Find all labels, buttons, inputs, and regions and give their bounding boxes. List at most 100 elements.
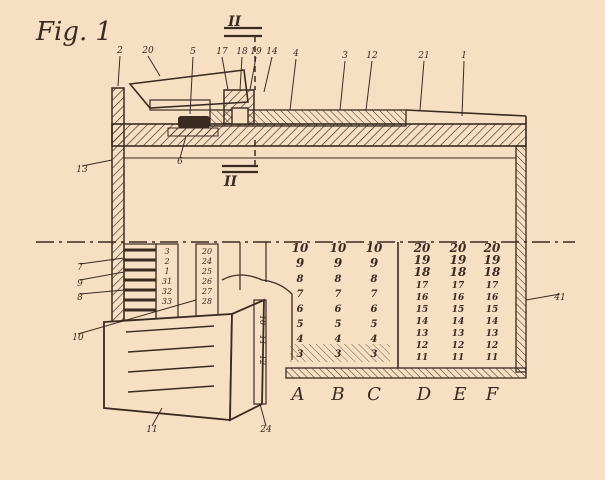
column-right-number: 12	[452, 341, 465, 351]
column-left-number: 6	[371, 304, 378, 315]
drum-teeth	[124, 248, 156, 312]
ref-numeral: 24	[259, 425, 272, 435]
ref-numeral: 13	[76, 165, 88, 175]
column-right-number: 20	[413, 241, 431, 255]
column-letter: E	[452, 384, 466, 405]
drum-number-b: 27	[201, 287, 213, 296]
column-left-number: 8	[335, 274, 342, 285]
column-left-number: 10	[292, 241, 309, 255]
column-right-number: 18	[484, 265, 501, 279]
column-left-number: 9	[370, 256, 379, 270]
right-wall	[515, 145, 527, 373]
column-right-number: 17	[486, 281, 499, 291]
leader-line	[79, 257, 125, 265]
column-right-number: 17	[452, 281, 465, 291]
drum-number-a: 33	[162, 297, 172, 306]
leader-line	[79, 271, 125, 281]
ref-numeral: 14	[266, 47, 278, 57]
column-right-number: 15	[452, 305, 465, 315]
column-right-number: 19	[450, 253, 467, 267]
drum-number-a: 3	[164, 247, 169, 256]
column-left-number: 5	[371, 319, 378, 330]
column-right-number: 11	[486, 353, 499, 363]
column-right-number: 17	[416, 281, 429, 291]
leader-line	[179, 135, 187, 159]
column-left-number: 4	[297, 334, 304, 345]
leader-line	[419, 60, 425, 111]
column-right-number: 11	[416, 353, 429, 363]
column-right-number: 16	[416, 293, 429, 303]
flap-number: 11	[258, 335, 267, 345]
bottom-tray	[285, 367, 527, 379]
drum-number-b: 28	[201, 297, 212, 306]
leader-line	[117, 55, 121, 87]
column-left-number: 4	[335, 334, 342, 345]
column-letter: B	[330, 384, 344, 405]
ref-numeral: 19	[250, 47, 262, 57]
ref-numeral: 5	[190, 47, 196, 57]
drum-number-b: 20	[201, 247, 212, 256]
column-left-number: 3	[335, 349, 342, 360]
ref-numeral: 8	[77, 293, 83, 303]
column-right-number: 18	[414, 265, 431, 279]
column-left-number: 3	[297, 349, 304, 360]
drum-number-b: 25	[201, 267, 212, 276]
svg-text:II: II	[223, 174, 238, 190]
ref-numeral: 7	[77, 263, 83, 273]
ref-numeral: 20	[141, 46, 154, 56]
column-left-number: 8	[371, 274, 378, 285]
drum-number-a: 32	[162, 287, 172, 296]
leader-line	[289, 58, 297, 111]
column-right-number: 12	[486, 341, 499, 351]
slider-bar	[209, 109, 407, 127]
column-right-number: 15	[486, 305, 499, 315]
counter-hatch	[290, 344, 390, 362]
drum-number-b: 24	[201, 257, 212, 266]
column-right-number: 19	[414, 253, 431, 267]
leader-line	[151, 407, 163, 427]
ref-numeral: 17	[216, 47, 228, 57]
column-right-number: 14	[452, 317, 465, 327]
column-left-number: 10	[330, 241, 347, 255]
ref-numeral: 11	[146, 425, 157, 435]
ref-numeral: 9	[77, 279, 83, 289]
column-right-number: 13	[452, 329, 465, 339]
column-left-number: 7	[335, 289, 342, 300]
drum-number-a: 2	[163, 257, 169, 266]
column-right-number: 13	[486, 329, 499, 339]
column-left-number: 6	[297, 304, 304, 315]
drum-number-b: 26	[201, 277, 212, 286]
column-left-number: 10	[366, 241, 383, 255]
column-left-number: 8	[297, 274, 304, 285]
drum-number-a: 31	[162, 277, 172, 286]
column-letter: F	[485, 384, 500, 405]
column-left-number: 7	[297, 289, 304, 300]
leader-line	[263, 56, 273, 93]
column-right-number: 12	[416, 341, 429, 351]
leader-line	[77, 299, 197, 335]
column-right-number: 20	[483, 241, 501, 255]
ref-numeral: 1	[461, 51, 467, 61]
ref-numeral: 18	[236, 47, 248, 57]
latch	[178, 116, 210, 128]
leader-line	[249, 56, 257, 91]
ref-numeral: 10	[72, 333, 84, 343]
column-right-number: 14	[416, 317, 429, 327]
column-right-number: 15	[416, 305, 429, 315]
section-mark-bottom: II	[222, 140, 258, 190]
leader-line	[365, 60, 373, 111]
leader-line	[79, 289, 125, 295]
column-left-number: 4	[371, 334, 378, 345]
number-columns-right: 2019181716151413121120191817161514131211…	[413, 241, 501, 363]
ref-numeral: 41	[553, 293, 565, 303]
figure-title: Fig. 1	[35, 17, 112, 47]
leader-line	[147, 55, 161, 77]
column-right-number: 19	[484, 253, 501, 267]
column-letter: C	[367, 384, 381, 405]
